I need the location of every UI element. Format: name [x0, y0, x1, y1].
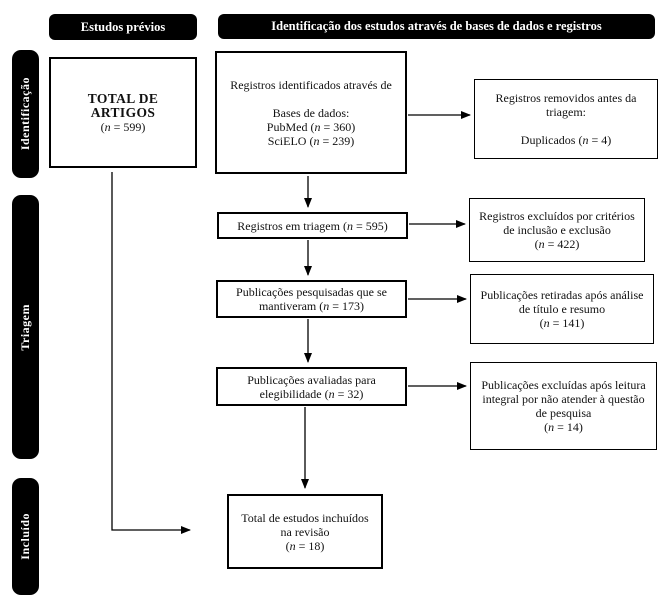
stage-label-included: Incluído — [18, 513, 32, 560]
stage-label-screening: Triagem — [18, 303, 32, 351]
header-identification-databases: Identificação dos estudos através de bas… — [218, 14, 655, 39]
box-records-screened: Registros em triagem (n = 595) — [217, 212, 408, 239]
box-records-identified: Registros identificados através de Bases… — [215, 51, 407, 174]
stage-label-identification: Identificação — [18, 77, 32, 151]
stage-bar-screening: Triagem — [12, 195, 39, 459]
header-previous-studies: Estudos prévios — [49, 14, 197, 40]
arrow-total-to-included — [111, 172, 191, 534]
stage-bar-identification: Identificação — [12, 50, 39, 178]
stage-bar-included: Incluído — [12, 478, 39, 595]
